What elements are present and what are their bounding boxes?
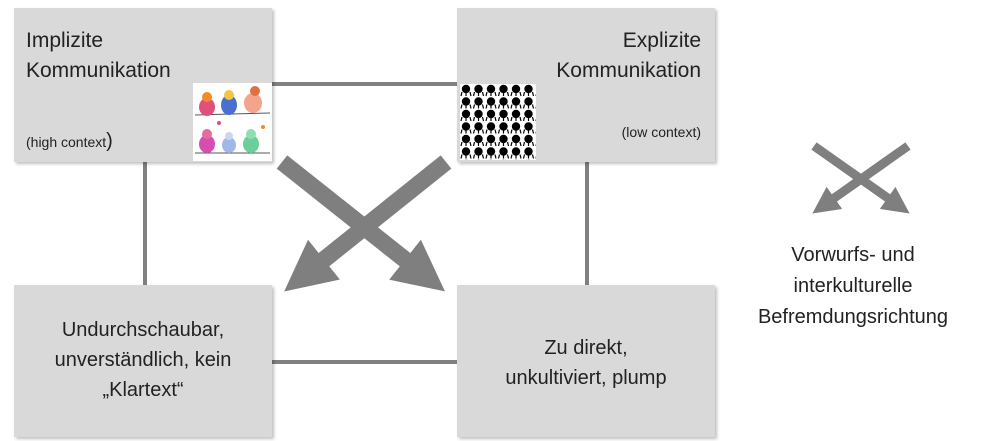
explicit-title-line2: Kommunikation xyxy=(556,59,701,82)
implicit-title: Implizite Kommunikation xyxy=(26,26,171,86)
explicit-subtitle: (low context) xyxy=(621,124,701,140)
box-implicit-communication: Implizite Kommunikation (high context) xyxy=(14,8,272,162)
incomprehensible-line1: Undurchschaubar, xyxy=(61,319,225,341)
arrow-explicit-to-incomprehensible xyxy=(284,155,452,292)
box-too-direct: Zu direkt, unkultiviert, plump xyxy=(457,285,715,437)
arrow-implicit-to-direct xyxy=(276,155,445,292)
box-incomprehensible: Undurchschaubar, unverständlich, kein „K… xyxy=(14,285,272,437)
legend-line2: interkulturelle xyxy=(793,275,913,297)
legend-arrow-right xyxy=(811,142,910,214)
implicit-title-line2: Kommunikation xyxy=(26,59,171,82)
legend-arrow-left xyxy=(812,142,911,214)
too-direct-line2: unkultiviert, plump xyxy=(505,367,667,389)
direction-legend-label: Vorwurfs- und interkulturelle Befremdung… xyxy=(728,240,978,333)
implicit-subtitle-text: (high context xyxy=(26,134,107,150)
incomprehensible-text: Undurchschaubar, unverständlich, kein „K… xyxy=(14,315,272,405)
too-direct-text: Zu direkt, unkultiviert, plump xyxy=(457,333,715,393)
implicit-title-line1: Implizite xyxy=(26,29,104,52)
incomprehensible-line2: unverständlich, kein xyxy=(54,349,232,371)
too-direct-line1: Zu direkt, xyxy=(544,337,628,359)
explicit-title-line1: Explizite xyxy=(622,29,701,52)
incomprehensible-line3: „Klartext“ xyxy=(102,379,184,401)
legend-line1: Vorwurfs- und xyxy=(791,244,915,266)
legend-line3: Befremdungsrichtung xyxy=(757,306,949,328)
pattern-illustration-icon xyxy=(460,84,536,160)
explicit-title: Explizite Kommunikation xyxy=(556,26,701,86)
box-explicit-communication: Explizite Kommunikation (low context) xyxy=(457,8,715,162)
implicit-subtitle-paren: ) xyxy=(106,130,113,152)
implicit-subtitle: (high context) xyxy=(26,130,113,153)
birds-illustration-icon xyxy=(193,83,272,161)
